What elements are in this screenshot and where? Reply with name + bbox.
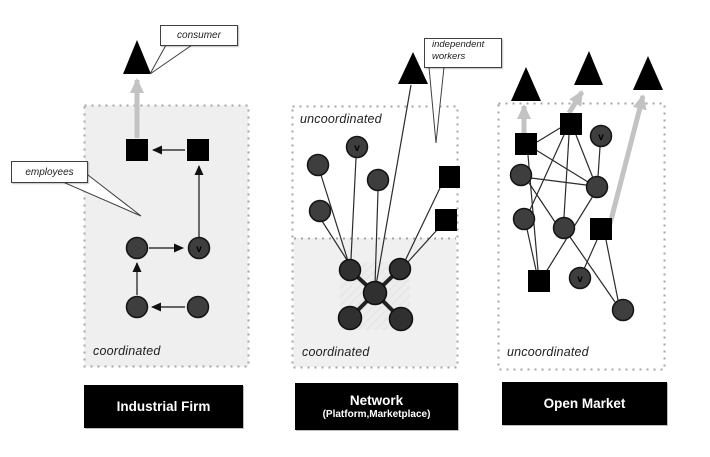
panel-title-open-market: Open Market bbox=[502, 382, 667, 425]
firm-square-node bbox=[435, 209, 457, 231]
market-link-line bbox=[563, 134, 570, 218]
employees-callout-label: employees bbox=[25, 166, 74, 178]
consumer-callout: consumer bbox=[160, 25, 238, 46]
firm-boundary-box bbox=[83, 104, 250, 368]
employee-circle-node-v bbox=[187, 236, 211, 260]
manager-square-node bbox=[187, 139, 209, 161]
seller-to-consumer-arrow bbox=[566, 90, 585, 115]
independent-worker-circle bbox=[366, 168, 390, 192]
employee-circle-node bbox=[125, 236, 149, 260]
independent-worker-circle bbox=[512, 207, 536, 231]
worker-link-line bbox=[403, 187, 441, 264]
worker-link-line bbox=[350, 157, 357, 260]
independent-workers-callout: independent workers bbox=[424, 38, 502, 68]
zone-label-uncoordinated-market: uncoordinated bbox=[507, 345, 589, 359]
consumer-triangle-icon bbox=[123, 40, 151, 74]
independent-workers-line1: independent bbox=[432, 39, 485, 50]
consumer-triangle-icon bbox=[398, 52, 428, 84]
hub-circle-node bbox=[338, 258, 362, 282]
panel-title-label: Industrial Firm bbox=[116, 399, 211, 414]
hub-to-consumer-line bbox=[374, 84, 412, 292]
independent-worker-circle bbox=[611, 298, 635, 322]
panel-subtitle-label: (Platform,Marketplace) bbox=[322, 409, 431, 420]
hub-circle-node bbox=[337, 305, 363, 331]
network-boundary-box bbox=[291, 105, 459, 369]
independent-worker-circle-v bbox=[589, 124, 613, 148]
firm-square-node bbox=[439, 166, 460, 188]
panel-title-network: Network (Platform,Marketplace) bbox=[295, 383, 458, 430]
node-letter-label: v bbox=[598, 132, 604, 143]
firm-square-node bbox=[528, 270, 550, 292]
seller-to-consumer-arrow bbox=[607, 94, 647, 225]
independent-workers-callout-tail bbox=[428, 66, 445, 144]
market-link-line bbox=[597, 146, 601, 178]
firm-square-node bbox=[515, 133, 537, 155]
market-link-line bbox=[528, 182, 556, 223]
market-link-line bbox=[583, 239, 598, 270]
worker-link-line bbox=[321, 220, 348, 261]
panel-title-label: Network bbox=[349, 393, 404, 408]
market-link-line bbox=[530, 177, 587, 186]
worker-link-line bbox=[374, 190, 379, 286]
panel-title-label: Open Market bbox=[543, 396, 626, 411]
hub-circle-node bbox=[388, 306, 414, 332]
worker-link-line bbox=[406, 229, 438, 264]
firm-square-node bbox=[560, 113, 582, 135]
zone-label-coordinated-network: coordinated bbox=[302, 345, 370, 359]
node-letter-label: v bbox=[577, 274, 583, 285]
market-link-line bbox=[535, 149, 589, 183]
market-link-line bbox=[575, 134, 594, 179]
independent-worker-circle bbox=[308, 199, 332, 223]
independent-worker-circle bbox=[552, 216, 576, 240]
market-link-line bbox=[526, 228, 537, 271]
consumer-callout-tail bbox=[149, 44, 194, 75]
consumer-triangle-icon bbox=[574, 51, 603, 85]
employees-callout: employees bbox=[11, 161, 88, 183]
zone-label-coordinated-firm: coordinated bbox=[93, 344, 161, 358]
employee-circle-node bbox=[125, 295, 149, 319]
market-link-line bbox=[569, 236, 616, 303]
employee-circle-node bbox=[186, 295, 210, 319]
independent-worker-circle bbox=[509, 163, 533, 187]
node-letter-label: v bbox=[196, 244, 202, 255]
worker-link-line bbox=[320, 174, 349, 262]
independent-worker-circle-v bbox=[568, 266, 592, 290]
market-link-line bbox=[528, 134, 565, 213]
independent-worker-circle-v bbox=[345, 135, 369, 159]
market-link-line bbox=[536, 127, 561, 143]
market-link-line bbox=[605, 239, 619, 301]
consumer-callout-label: consumer bbox=[177, 30, 221, 41]
zone-label-uncoordinated-network: uncoordinated bbox=[300, 112, 382, 126]
firm-square-node bbox=[590, 218, 612, 240]
consumer-triangle-icon bbox=[633, 56, 663, 90]
independent-worker-circle bbox=[585, 175, 609, 199]
node-letter-label: v bbox=[354, 143, 360, 154]
hub-center-node bbox=[362, 280, 388, 306]
panel-title-industrial-firm: Industrial Firm bbox=[84, 385, 243, 428]
manager-square-node bbox=[126, 139, 148, 161]
consumer-triangle-icon bbox=[511, 67, 541, 101]
independent-workers-line2: workers bbox=[432, 51, 466, 63]
hub-circle-node bbox=[388, 257, 412, 281]
independent-worker-circle bbox=[306, 153, 330, 177]
